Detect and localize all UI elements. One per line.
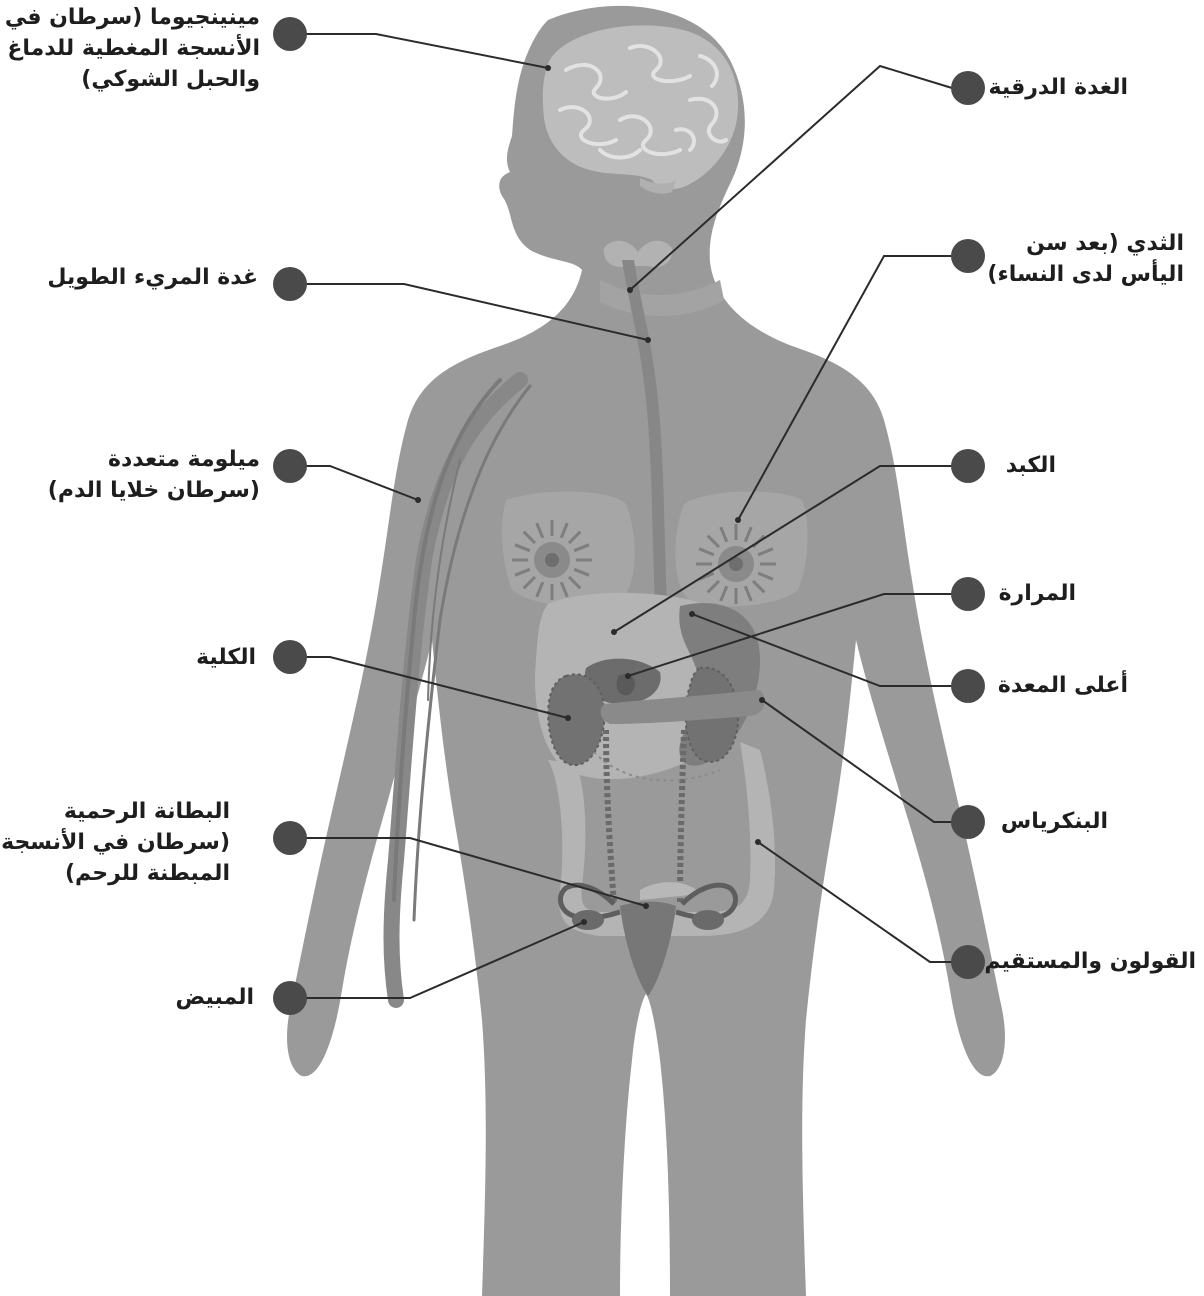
marker-gallbladder [951,577,985,611]
marker-liver [951,449,985,483]
label-kidney: الكلية [196,642,256,673]
label-myeloma: ميلومة متعددة (سرطان خلايا الدم) [48,444,260,506]
label-thyroid-line-1: الغدة الدرقية [989,72,1128,103]
marker-pancreas [951,805,985,839]
marker-colon [951,945,985,979]
label-upper-stomach: أعلى المعدة [998,670,1128,701]
label-upper-stomach-line-1: أعلى المعدة [998,670,1128,701]
marker-meningioma [273,17,307,51]
label-kidney-line-1: الكلية [196,642,256,673]
label-esophagus-line-1: غدة المريء الطويل [47,262,258,293]
label-thyroid: الغدة الدرقية [989,72,1128,103]
label-meningioma-line-2: الأنسجة المغطية للدماغ [5,33,260,64]
marker-thyroid [951,71,985,105]
marker-esophagus [273,267,307,301]
label-gallbladder-line-1: المرارة [999,578,1076,609]
label-myeloma-line-2: (سرطان خلايا الدم) [48,475,260,506]
label-liver-line-1: الكبد [1006,450,1056,481]
label-endometrium-line-2: (سرطان في الأنسجة [1,827,230,858]
marker-kidney [273,640,307,674]
label-breast-line-2: اليأس لدى النساء) [987,259,1184,290]
leader-meningioma [306,34,548,68]
label-endometrium-line-1: البطانة الرحمية [1,796,230,827]
label-gallbladder: المرارة [999,578,1076,609]
label-endometrium: البطانة الرحمية (سرطان في الأنسجة المبطن… [1,796,230,889]
label-meningioma: مينينجيوما (سرطان في الأنسجة المغطية للد… [5,2,260,95]
label-meningioma-line-3: والحبل الشوكي) [5,64,260,95]
label-breast: الثدي (بعد سن اليأس لدى النساء) [987,228,1184,290]
label-ovary: المبيض [175,982,254,1013]
marker-myeloma [273,449,307,483]
marker-endometrium [273,821,307,855]
label-meningioma-line-1: مينينجيوما (سرطان في [5,2,260,33]
label-colon-rectum-line-1: القولون والمستقيم [984,946,1196,977]
label-pancreas-line-1: البنكرياس [1001,806,1108,837]
label-pancreas: البنكرياس [1001,806,1108,837]
label-myeloma-line-1: ميلومة متعددة [48,444,260,475]
label-esophagus: غدة المريء الطويل [47,262,258,293]
marker-upper-stomach [951,669,985,703]
marker-breast [951,239,985,273]
marker-ovary [273,981,307,1015]
label-colon-rectum: القولون والمستقيم [984,946,1196,977]
label-ovary-line-1: المبيض [175,982,254,1013]
label-endometrium-line-3: المبطنة للرحم) [1,858,230,889]
label-breast-line-1: الثدي (بعد سن [987,228,1184,259]
label-liver: الكبد [1006,450,1056,481]
